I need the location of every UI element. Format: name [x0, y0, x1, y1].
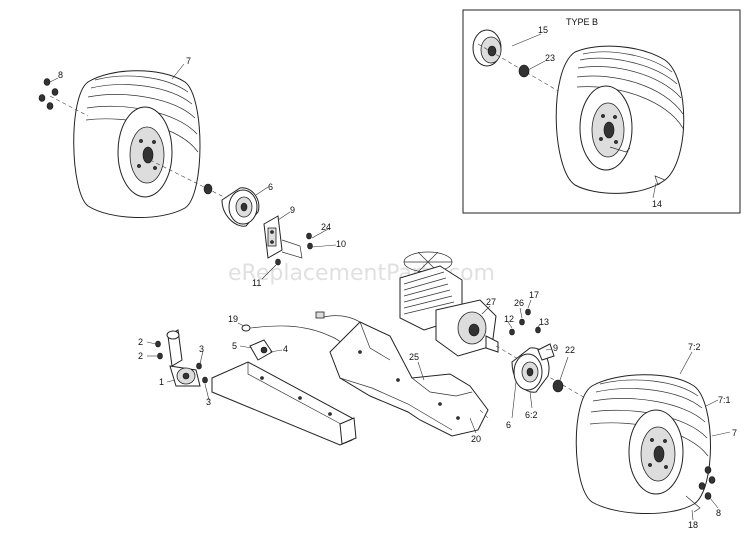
callout-14: 14 — [652, 199, 662, 209]
callout-4: 4 — [283, 344, 288, 354]
callout-8-bottom: 8 — [716, 508, 721, 518]
inset-title: TYPE B — [566, 17, 598, 27]
callout-12: 12 — [504, 314, 514, 324]
callout-3-upper: 3 — [199, 344, 204, 354]
lug-nuts-bottom-right — [698, 466, 716, 500]
callout-7-top: 7 — [186, 56, 191, 66]
callout-11: 11 — [252, 278, 261, 288]
callout-25: 25 — [409, 352, 419, 362]
callout-3-lower: 3 — [206, 397, 211, 407]
callout-6-2: 6:2 — [525, 410, 538, 420]
wheel-hub-top — [149, 159, 260, 227]
callout-2-lower: 2 — [138, 351, 143, 361]
pivot-bracket — [249, 339, 273, 361]
callout-15: 15 — [538, 25, 548, 35]
callout-7-bottom: 7 — [732, 428, 737, 438]
transaxle-engine — [399, 251, 499, 357]
callout-7-2: 7:2 — [688, 342, 701, 352]
front-wheel-left — [73, 70, 201, 219]
callout-17: 17 — [529, 290, 539, 300]
brake-bracket-assembly — [263, 215, 313, 266]
callout-6-bottom: 6 — [506, 420, 511, 430]
callout-9-bottom: 9 — [553, 343, 558, 353]
callout-10: 10 — [336, 239, 346, 249]
inset-wheel — [555, 45, 685, 194]
callout-13: 13 — [539, 317, 549, 327]
lug-nuts-top-left — [38, 78, 89, 117]
wheel-hub-bottom — [495, 343, 641, 431]
main-frame — [329, 321, 491, 437]
callout-22: 22 — [565, 345, 575, 355]
callout-2-upper: 2 — [138, 337, 143, 347]
callout-23: 23 — [545, 53, 555, 63]
callout-26: 26 — [514, 298, 524, 308]
inset-hub — [472, 29, 561, 93]
callout-20: 20 — [471, 434, 481, 444]
control-lever-assembly — [155, 329, 208, 387]
callout-7-1: 7:1 — [718, 395, 731, 405]
callout-18: 18 — [688, 520, 698, 530]
callout-27: 27 — [486, 297, 496, 307]
inset-nut — [518, 64, 530, 78]
type-b-inset-box — [462, 9, 741, 214]
callout-19: 19 — [228, 314, 238, 324]
callout-6-top: 6 — [268, 182, 273, 192]
rear-wheel-right — [575, 374, 711, 515]
transaxle-hardware — [509, 308, 541, 336]
callout-1: 1 — [159, 377, 164, 387]
callout-8-top: 8 — [58, 70, 63, 80]
callout-24: 24 — [321, 222, 331, 232]
axle-mount-plate — [211, 361, 357, 446]
callout-9-top: 9 — [290, 205, 295, 215]
callout-5: 5 — [232, 341, 237, 351]
